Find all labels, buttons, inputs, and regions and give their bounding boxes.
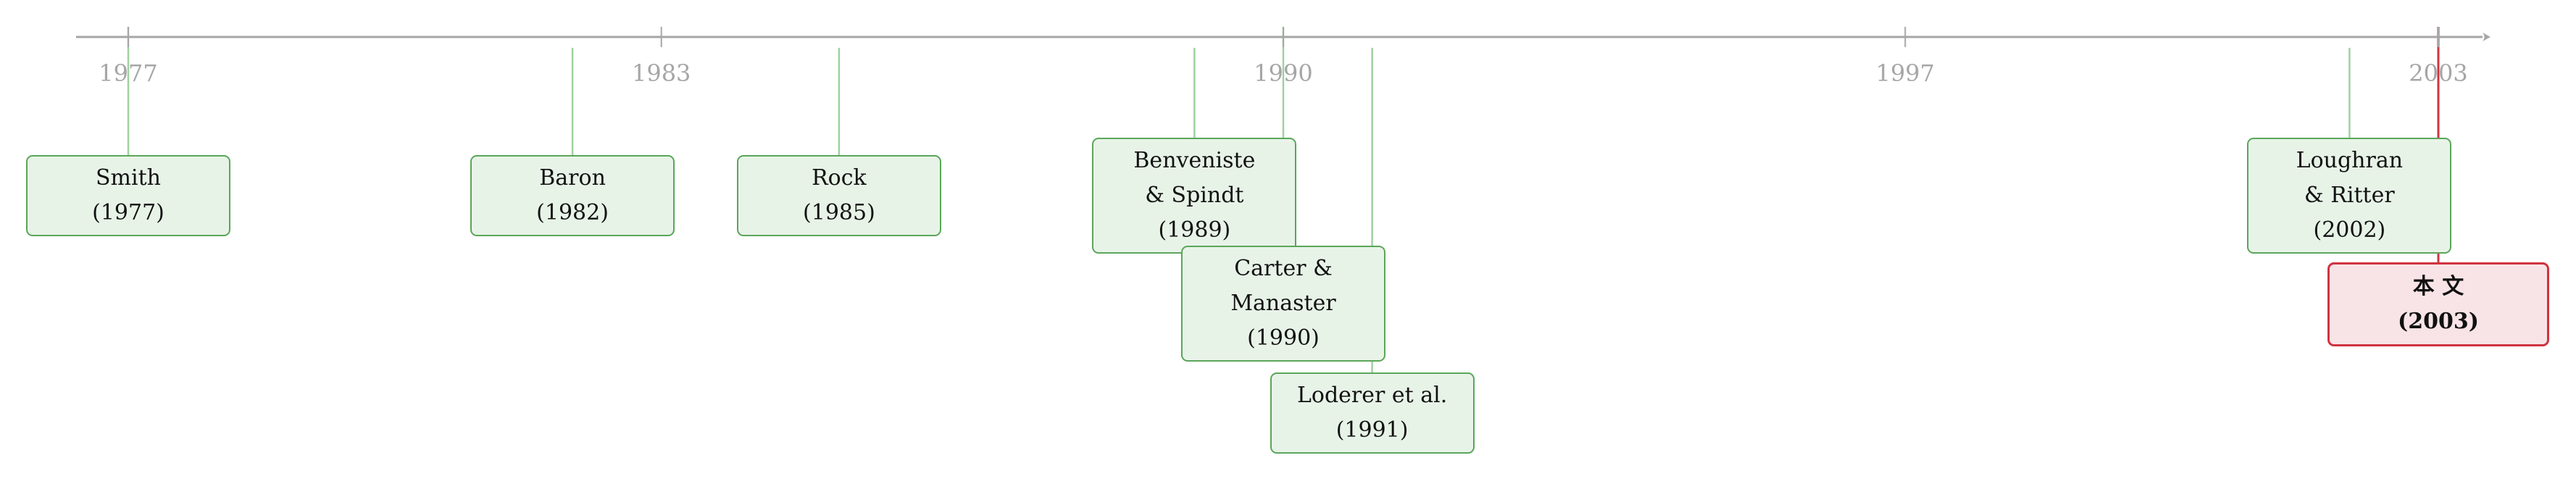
event-box-benveniste-spindt: Benveniste & Spindt (1989) <box>1092 138 1297 254</box>
event-label-line: (2002) <box>2313 217 2386 243</box>
axis-tick-label-1990: 1990 <box>1254 59 1312 87</box>
event-label-line: (1985) <box>803 200 875 225</box>
event-label-line: Benveniste <box>1133 148 1256 173</box>
axis-tick-label-2003: 2003 <box>2409 59 2467 87</box>
event-label-line: (1990) <box>1247 325 1320 351</box>
event-label-line: Rock <box>812 165 867 191</box>
event-label-line: Smith <box>96 165 161 191</box>
event-box-carter-manaster: Carter & Manaster (1990) <box>1181 246 1385 362</box>
event-label-line: (1989) <box>1158 217 1231 243</box>
axis-tick-label-1997: 1997 <box>1876 59 1935 87</box>
axis-tick-label-1983: 1983 <box>632 59 691 87</box>
event-label-line: Manaster <box>1230 291 1336 316</box>
event-label-line: (1991) <box>1335 417 1409 443</box>
event-label-line: 本 文 <box>2412 274 2464 299</box>
tick-layer: 1977 1983 1990 1997 2003 <box>99 27 2468 87</box>
event-box-smith: Smith (1977) <box>26 155 230 236</box>
event-label-line: Loderer et al. <box>1296 383 1448 408</box>
event-label-line: Loughran <box>2296 148 2404 173</box>
event-box-loderer: Loderer et al. (1991) <box>1270 372 1475 454</box>
event-label-line: (2003) <box>2398 309 2479 334</box>
event-label-line: & Spindt <box>1145 183 1244 208</box>
event-box-loughran-ritter: Loughran & Ritter (2002) <box>2247 138 2452 254</box>
event-box-baron: Baron (1982) <box>470 155 675 236</box>
event-box-rock: Rock (1985) <box>736 155 941 236</box>
event-label-line: Carter & <box>1234 256 1333 281</box>
event-label-line: Baron <box>539 165 606 191</box>
event-box-this-paper: 本 文 (2003) <box>2327 262 2549 346</box>
event-label-line: (1977) <box>92 200 164 225</box>
event-label-line: (1982) <box>536 200 609 225</box>
event-label-line: & Ritter <box>2304 183 2395 208</box>
axis-tick-label-1977: 1977 <box>99 59 157 87</box>
